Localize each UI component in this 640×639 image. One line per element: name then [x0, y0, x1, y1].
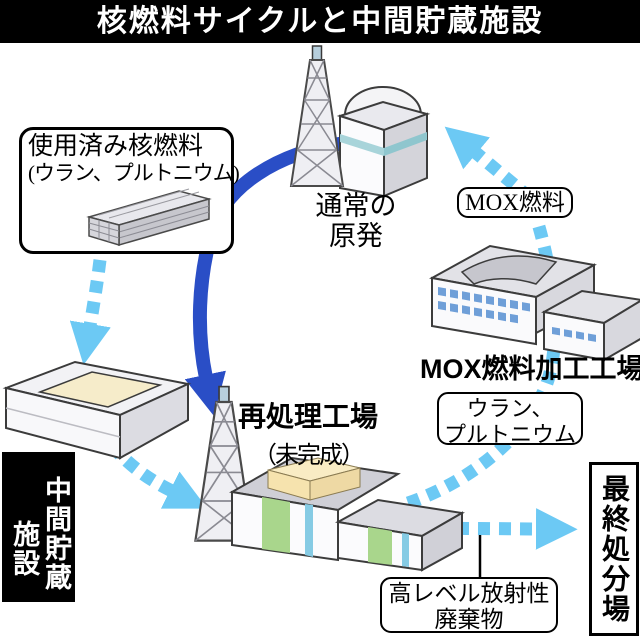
interim-storage-box: 中間貯蔵 施設: [2, 452, 75, 602]
interim-storage-label-col1: 中間貯蔵: [41, 476, 71, 592]
uranium-line2: プルトニウム: [443, 421, 576, 447]
spent-fuel-label-line2: (ウラン、プルトニウム): [28, 160, 240, 185]
mox-plant-windows: [438, 287, 530, 324]
reprocessing-label-status: （未完成）: [253, 442, 365, 469]
mox-plant-label: MOX燃料加工工場: [420, 354, 640, 384]
mox-fuel-box: MOX燃料: [457, 187, 573, 218]
reactor-label: 通常の 原発: [296, 191, 416, 251]
uranium-line1: ウラン、: [466, 396, 554, 421]
reactor-illustration: [290, 45, 431, 198]
spent-fuel-box: 使用済み核燃料 (ウラン、プルトニウム): [19, 127, 240, 254]
hlw-line2: 廃棄物: [434, 607, 504, 633]
page-title: 核燃料サイクルと中間貯蔵施設: [0, 0, 640, 43]
cream-block: [267, 457, 361, 501]
hlw-box: 高レベル放射性 廃棄物: [380, 577, 558, 633]
reprocessing-illustration: [194, 385, 465, 572]
mox-plant-illustration: [429, 244, 640, 362]
uranium-plutonium-box: ウラン、 プルトニウム: [437, 392, 583, 447]
reprocessing-label-title: 再処理工場: [237, 401, 378, 432]
reactor-label-line2: 原発: [329, 221, 383, 252]
reactor-label-line1: 通常の: [315, 191, 397, 221]
reprocessing-label: 再処理工場 （未完成）: [236, 395, 380, 470]
transmission-tower-icon: [290, 45, 344, 187]
hlw-line1: 高レベル放射性: [388, 581, 550, 606]
arrow-spent-fuel-to-storage: [69, 259, 111, 365]
spent-fuel-label-line1: 使用済み核燃料: [28, 133, 204, 160]
storage-building-illustration: [2, 360, 192, 460]
final-disposal-label: 最終処分場: [599, 474, 630, 624]
fuel-assembly-icon: [86, 188, 212, 247]
interim-storage-label-col2: 施設: [9, 520, 40, 578]
final-disposal-box: 最終処分場: [589, 462, 639, 636]
